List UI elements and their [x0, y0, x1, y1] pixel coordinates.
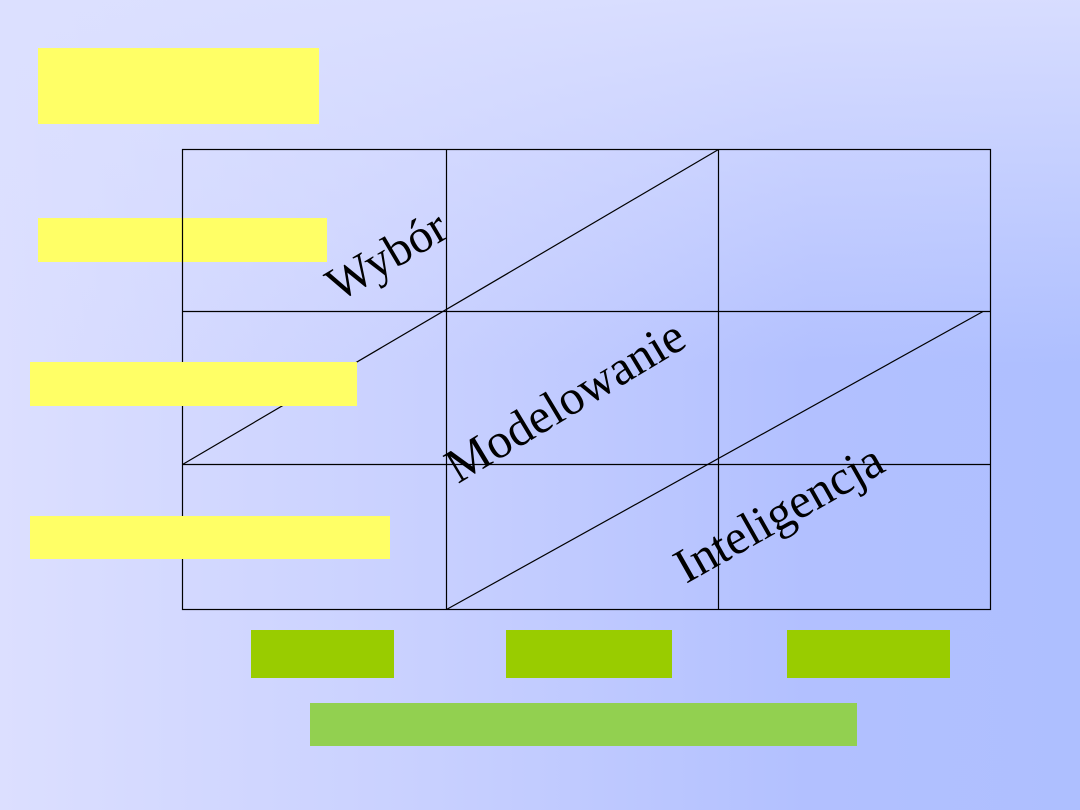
yellow-box-4 — [30, 516, 390, 559]
yellow-box-1 — [38, 48, 319, 124]
yellow-box-3 — [30, 362, 357, 406]
green-box-1 — [251, 630, 394, 678]
diagonal-line-lower — [446, 310, 984, 611]
green-box-3 — [787, 630, 950, 678]
diagonal-line-upper — [182, 148, 719, 466]
green-box-2 — [506, 630, 672, 678]
bottom-wide-box — [310, 703, 857, 746]
